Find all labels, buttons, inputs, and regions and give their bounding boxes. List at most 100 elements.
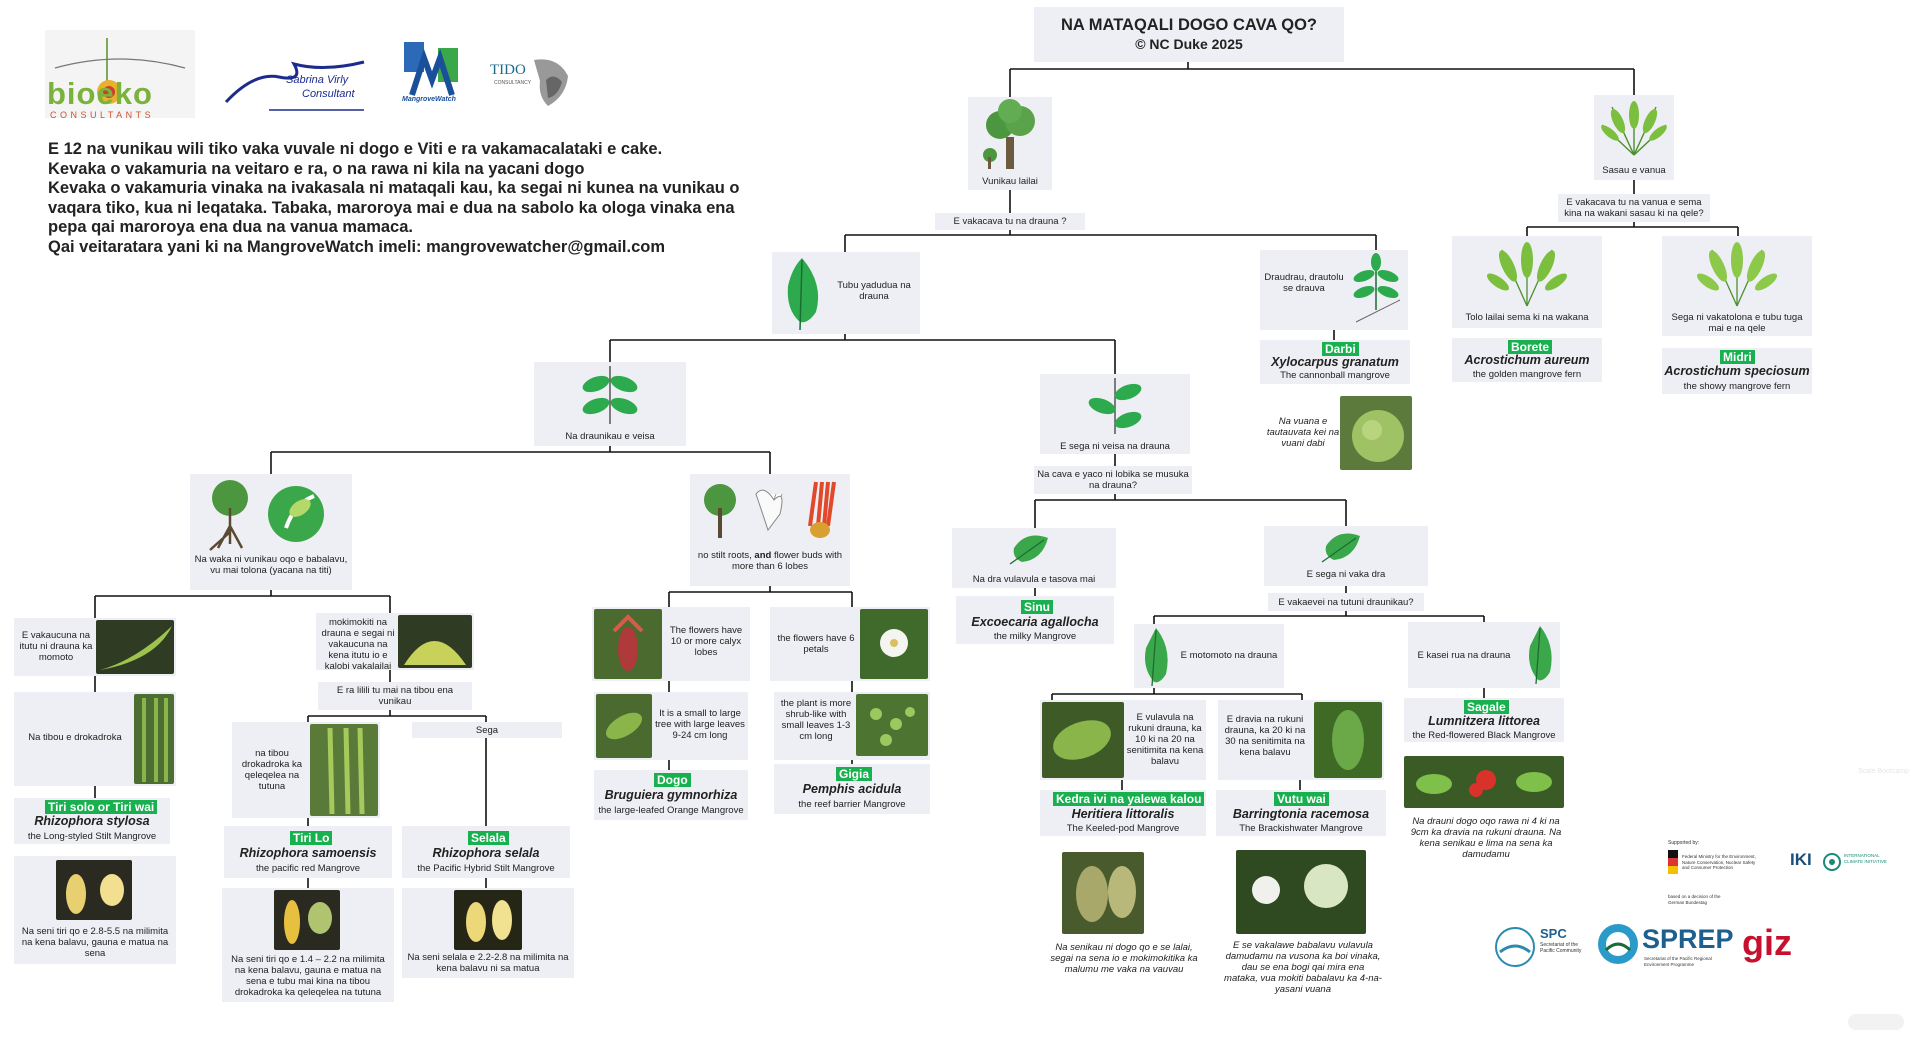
species-speciosum-sci: Acrostichum speciosum <box>1664 364 1810 378</box>
species-heritiera-sci: Heritiera littoralis <box>1071 807 1175 821</box>
no-stilt-label-bold: and <box>754 550 772 561</box>
no-stilt-label: no stilt roots, and flower buds with mor… <box>694 550 846 572</box>
small-large-tree-label: It is a small to large tree with large l… <box>655 708 745 741</box>
node-blunt-tip: mokimokiti na drauna e segai ni vakaucun… <box>316 613 474 672</box>
question-leaf-tip: E vakaevei na tutuni draunikau? <box>1268 593 1424 611</box>
bioeko-subtitle: CONSULTANTS <box>50 110 155 120</box>
bmu-note: based on a decision of the German Bundes… <box>1668 894 1721 905</box>
spc-emblem-icon <box>1495 927 1535 967</box>
species-xylocarpus-sci: Xylocarpus granatum <box>1271 355 1399 369</box>
intro-line: Kevaka o vakamuria vinaka na ivakasala n… <box>48 179 740 197</box>
node-compound-leaf: Draudrau, drautolu se drauva <box>1260 250 1408 330</box>
stylosa-flower-note: Na seni tiri qo e 2.8-5.5 na milimita na… <box>21 926 169 959</box>
species-samoensis-local: Tiri Lo <box>290 831 333 845</box>
long-hypocotyl-label: Na tibou e drokadroka <box>28 732 122 743</box>
question-leaf-type: E vakacava tu na drauna ? <box>935 213 1085 230</box>
bioeko-wordmark: bioeko <box>47 76 153 111</box>
species-selala-common: the Pacific Hybrid Stilt Mangrove <box>417 863 555 874</box>
question-leaf-tip-text: E vakaevei na tutuni draunikau? <box>1278 597 1414 608</box>
question-inflorescence: E ra lilili tu mai na tibou ena vunikau <box>318 682 472 710</box>
sabrina-name: Sabrina Virly <box>286 74 349 86</box>
barringtonia-desc-label: E dravia na rukuni drauna, ka 20 ki na 3… <box>1224 714 1306 758</box>
tido-logo: TIDO CONSULTANCY <box>488 56 578 112</box>
node-fern-stem: Tolo lailai sema ki na wakana <box>1452 236 1602 328</box>
supported-by-label: Supported by: <box>1668 840 1700 846</box>
node-small-large-tree: It is a small to large tree with large l… <box>594 692 748 760</box>
bioeko-logo: bioeko CONSULTANTS <box>45 30 195 120</box>
compound-leaf-icon <box>1353 253 1401 323</box>
node-opposite: Na draunikau e veisa <box>534 362 686 446</box>
stilt-roots-label: Na waka ni vunikau oqo e babalavu, vu ma… <box>194 554 348 576</box>
selala-flower-photo <box>454 890 522 950</box>
question-alternate: Na cava e yaco ni lobika se musuka na dr… <box>1034 466 1192 494</box>
fern-label: Sasau e vanua <box>1602 165 1666 176</box>
iki-wordmark: IKI <box>1790 850 1812 869</box>
mangrovewatch-logo: MangroveWatch <box>402 40 462 106</box>
intro-text: E 12 na vunikau wili tiko vaka vuvale ni… <box>48 140 740 257</box>
node-no-stilt: no stilt roots, and flower buds with mor… <box>690 474 850 586</box>
heritiera-desc-label: E vulavula na rukuni drauna, ka 10 ki na… <box>1126 712 1204 767</box>
iki-globe-icon <box>1823 853 1841 871</box>
sabrina-virly-logo: Sabrina Virly Consultant <box>224 52 369 114</box>
tido-subtitle: CONSULTANCY <box>494 80 532 86</box>
species-barringtonia-sci: Barringtonia racemosa <box>1232 807 1370 821</box>
iki-subtitle: INTERNATIONAL CLIMATE INITIATIVE <box>1844 853 1887 864</box>
heritiera-fruit-photo <box>1062 852 1144 934</box>
species-excoecaria-sci: Excoecaria agallocha <box>971 615 1099 629</box>
no-stilt-label-end: flower buds with more than 6 lobes <box>731 550 843 572</box>
blunt-tip-label: mokimokiti na drauna e segai ni vakaucun… <box>321 617 395 672</box>
species-lumnitzera-local: Sagale <box>1464 700 1509 714</box>
node-pointed-tip: E vakaucuna na itutu ni drauna ka momoto <box>14 618 176 676</box>
barringtonia-fruit-note: E se vakalawe babalavu vulavula damudamu… <box>1224 940 1382 995</box>
pointed-tip-label: E vakaucuna na itutu ni drauna ka momoto <box>19 630 93 663</box>
node-selala-flowers: Na seni selala e 2.2-2.8 na milimita na … <box>402 888 574 978</box>
samoensis-flower-note: Na seni tiri qo e 1.4 – 2.2 na milimita … <box>231 954 385 998</box>
species-aureum-common: the golden mangrove fern <box>1472 369 1582 380</box>
compound-leaf-label: Draudrau, drautolu se drauva <box>1264 272 1344 294</box>
node-fern-rhizome: Sega ni vakatolona e tubu tuga mai e na … <box>1662 236 1812 336</box>
species-stylosa-common: the Long-styled Stilt Mangrove <box>27 831 157 842</box>
species-excoecaria: Sinu Excoecaria agallocha the milky Mang… <box>956 596 1114 644</box>
node-milky: Na dra vulavula e tasova mai <box>952 528 1116 588</box>
question-leaf-type-text: E vakacava tu na drauna ? <box>953 216 1067 227</box>
node-not-milky: E sega ni vaka dra <box>1264 526 1428 586</box>
intro-line: Kevaka o vakamuria na veitaro e ra, o na… <box>48 159 585 178</box>
node-barringtonia-desc: E dravia na rukuni drauna, ka 20 ki na 3… <box>1218 700 1384 780</box>
german-flag-icon <box>1668 850 1678 874</box>
species-lumnitzera: Sagale Lumnitzera littorea the Red-flowe… <box>1404 698 1564 742</box>
intro-line: pepa qai maroroya ena dua na vanua mamac… <box>48 218 413 236</box>
species-barringtonia-local: Vutu wai <box>1274 792 1329 806</box>
species-bruguiera-common: the large-leafed Orange Mangrove <box>598 805 744 816</box>
intro-line: vaqara tiko, kua ni leqataka. Tabaka, ma… <box>48 198 735 217</box>
species-selala: Selala Rhizophora selala the Pacific Hyb… <box>402 826 570 878</box>
fern-rhizome-icon <box>1696 242 1778 307</box>
not-milky-label: E sega ni vaka dra <box>1306 569 1386 580</box>
species-xylocarpus-common: The cannonball mangrove <box>1280 370 1390 381</box>
heritiera-leaf-photo <box>1042 702 1124 778</box>
node-shrub: the plant is more shrub-like with small … <box>774 692 930 760</box>
intro-line: Qai veitaratara yani ki na MangroveWatch… <box>48 237 666 256</box>
green-inflorescence-photo <box>310 724 378 816</box>
species-heritiera: Kedra ivi na yalewa kalou Heritiera litt… <box>1040 790 1206 836</box>
rounded-leaf-label: E motomoto na drauna <box>1180 650 1278 661</box>
pemphis-leaf-photo <box>856 694 928 756</box>
species-barringtonia: Vutu wai Barringtonia racemosa The Brack… <box>1216 790 1386 836</box>
species-samoensis: Tiri Lo Rhizophora samoensis the pacific… <box>224 826 392 878</box>
pointed-leaf-photo <box>96 620 174 674</box>
sabrina-role: Consultant <box>302 88 355 100</box>
node-sega: Sega <box>412 722 562 738</box>
question-fern-text: E vakacava tu na vanua e sema kina na wa… <box>1564 197 1704 219</box>
species-aureum-sci: Acrostichum aureum <box>1464 353 1590 367</box>
fern-stem-label: Tolo lailai sema ki na wakana <box>1465 312 1589 323</box>
node-alternate: E sega ni veisa na drauna <box>1040 374 1190 454</box>
spc-subtitle: Secretariat of the Pacific Community <box>1540 942 1582 954</box>
xylocarpus-fruit-photo <box>1340 396 1412 470</box>
alternate-label: E sega ni veisa na drauna <box>1060 441 1170 452</box>
node-rounded-leaf: E motomoto na drauna <box>1134 624 1284 688</box>
node-six-petals: the flowers have 6 petals <box>770 607 930 681</box>
species-pemphis-sci: Pemphis acidula <box>802 782 902 796</box>
sega-label: Sega <box>475 725 499 736</box>
species-pemphis-common: the reef barrier Mangrove <box>798 799 906 810</box>
opposite-label: Na draunikau e veisa <box>565 431 655 442</box>
species-speciosum-local: Midri <box>1720 350 1755 364</box>
